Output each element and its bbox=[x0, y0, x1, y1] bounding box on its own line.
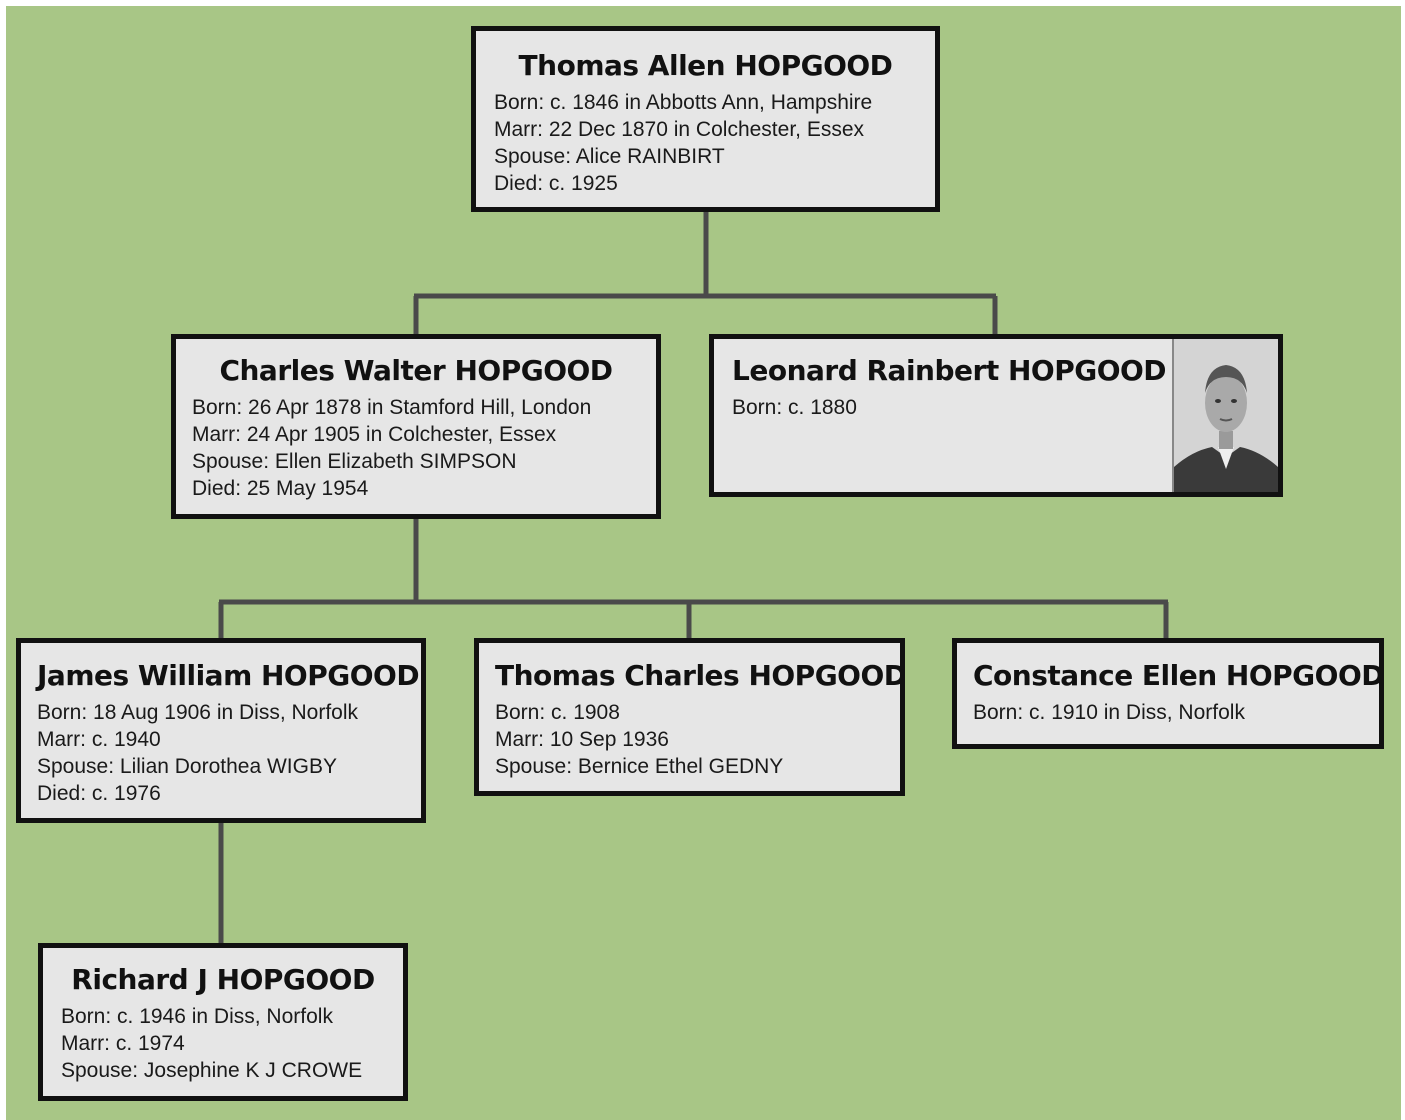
died-line: Died: 25 May 1954 bbox=[192, 477, 369, 500]
died-line: Died: c. 1976 bbox=[37, 782, 161, 805]
marriage-line: Marr: 24 Apr 1905 in Colchester, Essex bbox=[192, 423, 557, 446]
born-line: Born: c. 1908 bbox=[495, 701, 620, 724]
family-tree-canvas: Thomas Allen HOPGOOD Born: c. 1846 in Ab… bbox=[6, 6, 1401, 1120]
spouse-line: Spouse: Alice RAINBIRT bbox=[494, 145, 725, 168]
person-name: James William HOPGOOD bbox=[37, 659, 420, 692]
person-richard-j-hopgood[interactable]: Richard J HOPGOOD Born: c. 1946 in Diss,… bbox=[38, 943, 408, 1101]
portrait-photo bbox=[1172, 339, 1278, 492]
born-line: Born: c. 1846 in Abbotts Ann, Hampshire bbox=[494, 91, 873, 114]
person-charles-walter-hopgood[interactable]: Charles Walter HOPGOOD Born: 26 Apr 1878… bbox=[171, 334, 661, 519]
person-thomas-allen-hopgood[interactable]: Thomas Allen HOPGOOD Born: c. 1846 in Ab… bbox=[471, 26, 940, 212]
spouse-line: Spouse: Ellen Elizabeth SIMPSON bbox=[192, 450, 517, 473]
died-line: Died: c. 1925 bbox=[494, 172, 618, 195]
spouse-line: Spouse: Josephine K J CROWE bbox=[61, 1059, 363, 1082]
person-name: Charles Walter HOPGOOD bbox=[219, 354, 613, 387]
born-line: Born: c. 1910 in Diss, Norfolk bbox=[973, 701, 1245, 724]
born-line: Born: 26 Apr 1878 in Stamford Hill, Lond… bbox=[192, 396, 592, 419]
born-line: Born: 18 Aug 1906 in Diss, Norfolk bbox=[37, 701, 359, 724]
person-name: Richard J HOPGOOD bbox=[71, 963, 375, 996]
person-details: Born: c. 1908 Marr: 10 Sep 1936 Spouse: … bbox=[495, 699, 900, 780]
person-details: Born: 26 Apr 1878 in Stamford Hill, Lond… bbox=[192, 394, 656, 502]
spouse-line: Spouse: Lilian Dorothea WIGBY bbox=[37, 755, 337, 778]
person-details: Born: c. 1910 in Diss, Norfolk bbox=[973, 699, 1379, 726]
person-constance-ellen-hopgood[interactable]: Constance Ellen HOPGOOD Born: c. 1910 in… bbox=[952, 638, 1384, 749]
person-leonard-rainbert-hopgood[interactable]: Leonard Rainbert HOPGOOD Born: c. 1880 bbox=[709, 334, 1283, 497]
connector-lines bbox=[218, 212, 1169, 946]
person-thomas-charles-hopgood[interactable]: Thomas Charles HOPGOOD Born: c. 1908 Mar… bbox=[474, 638, 905, 796]
person-name: Leonard Rainbert HOPGOOD bbox=[732, 354, 1167, 387]
marriage-line: Marr: c. 1940 bbox=[37, 728, 161, 751]
person-name: Thomas Allen HOPGOOD bbox=[518, 49, 893, 82]
person-details: Born: c. 1846 in Abbotts Ann, Hampshire … bbox=[494, 89, 935, 197]
born-line: Born: c. 1946 in Diss, Norfolk bbox=[61, 1005, 333, 1028]
born-line: Born: c. 1880 bbox=[732, 396, 857, 419]
spouse-line: Spouse: Bernice Ethel GEDNY bbox=[495, 755, 784, 778]
marriage-line: Marr: c. 1974 bbox=[61, 1032, 185, 1055]
person-james-william-hopgood[interactable]: James William HOPGOOD Born: 18 Aug 1906 … bbox=[16, 638, 426, 823]
marriage-line: Marr: 10 Sep 1936 bbox=[495, 728, 669, 751]
person-details: Born: c. 1946 in Diss, Norfolk Marr: c. … bbox=[61, 1003, 403, 1084]
person-details: Born: c. 1880 bbox=[732, 394, 1278, 421]
portrait-icon bbox=[1174, 339, 1278, 492]
person-details: Born: 18 Aug 1906 in Diss, Norfolk Marr:… bbox=[37, 699, 421, 807]
marriage-line: Marr: 22 Dec 1870 in Colchester, Essex bbox=[494, 118, 865, 141]
person-name: Thomas Charles HOPGOOD bbox=[495, 659, 905, 692]
person-name: Constance Ellen HOPGOOD bbox=[973, 659, 1384, 692]
